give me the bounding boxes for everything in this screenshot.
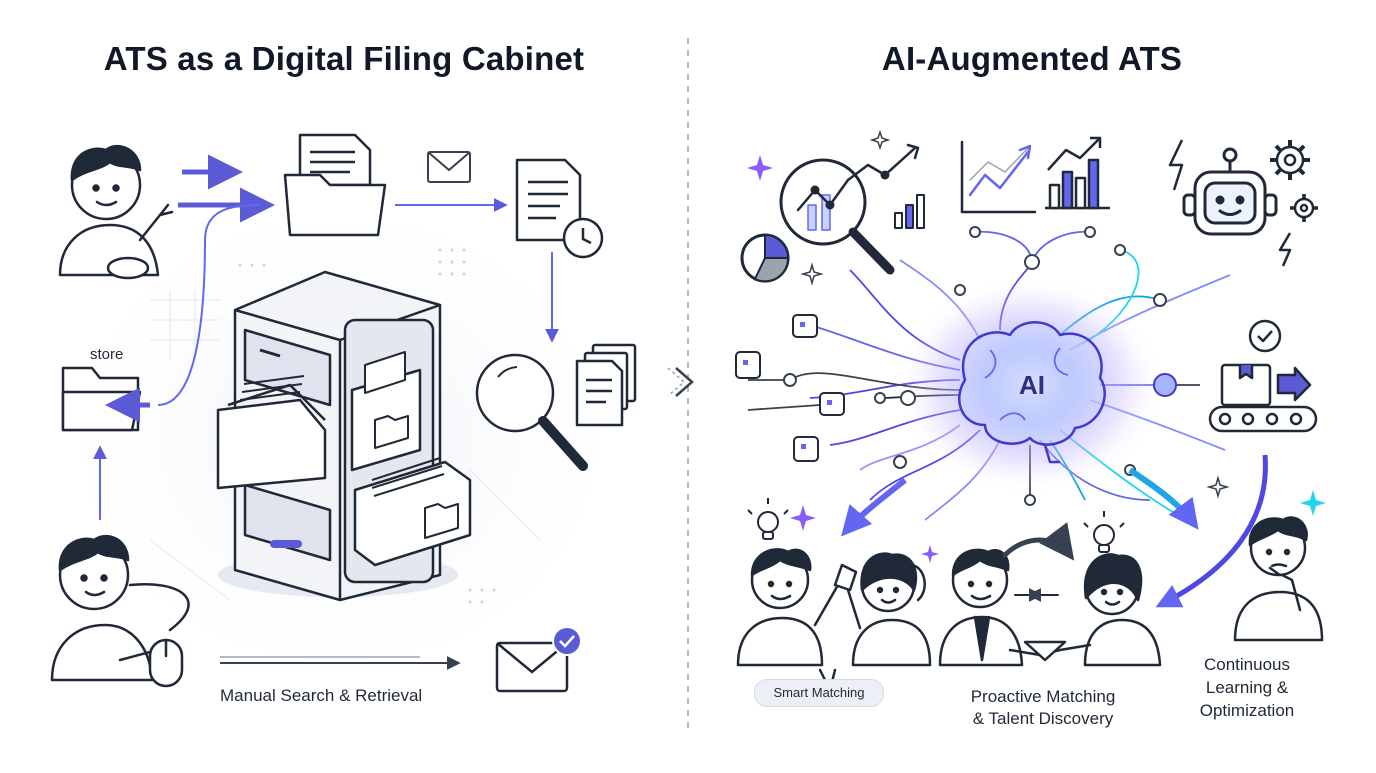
handshake-people-illustration <box>938 522 1162 667</box>
line-chart-icon <box>960 140 1037 214</box>
continuous-label-line-3: Optimization <box>1199 701 1295 720</box>
ai-core-label: AI <box>1019 370 1045 400</box>
manual-search-label: Manual Search & Retrieval <box>220 686 423 705</box>
dot-pattern <box>238 248 496 604</box>
smart-matching-pill: Smart Matching <box>754 679 884 707</box>
person-top-icon <box>58 144 174 280</box>
ai-brain-icon <box>958 321 1106 464</box>
proactive-matching-label: Proactive Matching & Talent Discovery <box>928 686 1158 730</box>
person-bottom-icon <box>50 534 190 688</box>
right-panel: AI <box>735 129 1326 692</box>
store-folder-icon <box>61 366 142 432</box>
lightbulb-icon-2 <box>1083 511 1125 553</box>
chevron-right-ghost-icon <box>667 367 686 397</box>
continuous-label-line-1: Continuous <box>1203 655 1290 674</box>
store-label: store <box>90 346 124 363</box>
left-panel-title: ATS as a Digital Filing Cabinet <box>103 40 585 77</box>
right-panel-title: AI-Augmented ATS <box>881 40 1183 77</box>
folder-document-icon <box>283 133 387 237</box>
proactive-label-line-1: Proactive Matching <box>970 687 1116 706</box>
envelope-check-icon <box>495 626 582 693</box>
sparkle-icons <box>747 129 1326 563</box>
chevron-right-icon <box>675 367 694 397</box>
chip-dots <box>743 322 832 449</box>
magnifier-analytics-icon <box>779 143 925 275</box>
gear-icon <box>1270 140 1318 222</box>
flow-line-store <box>157 204 261 406</box>
envelope-icon <box>427 151 471 183</box>
magnifier-documents-icon <box>475 343 637 471</box>
arrow-feedback-loop <box>1155 454 1268 608</box>
document-clock-icon <box>515 158 604 259</box>
arrow-to-smart-matching <box>841 477 907 537</box>
pie-chart-icon <box>740 233 790 283</box>
left-panel <box>40 133 640 700</box>
data-chip-icons <box>735 314 845 462</box>
lightbulb-icon <box>747 498 789 540</box>
arrow-to-learning <box>1128 467 1199 530</box>
lightning-icon <box>1168 139 1184 191</box>
faint-grid <box>149 290 541 601</box>
proactive-label-line-2: & Talent Discovery <box>972 709 1114 728</box>
lightning-icon-2 <box>1278 232 1292 267</box>
high-five-people-illustration <box>736 548 932 692</box>
ai-glow <box>895 275 1165 495</box>
bar-chart-icon <box>1045 136 1110 210</box>
continuous-label-line-2: Learning & <box>1205 678 1289 697</box>
conveyor-box-check-icon <box>1208 319 1318 433</box>
filing-cabinet-illustration <box>216 270 472 602</box>
continuous-learning-label: Continuous Learning & Optimization <box>1182 653 1312 722</box>
thinking-person-illustration <box>1233 516 1324 642</box>
network-nodes <box>783 226 1177 506</box>
robot-icon <box>1182 147 1278 236</box>
